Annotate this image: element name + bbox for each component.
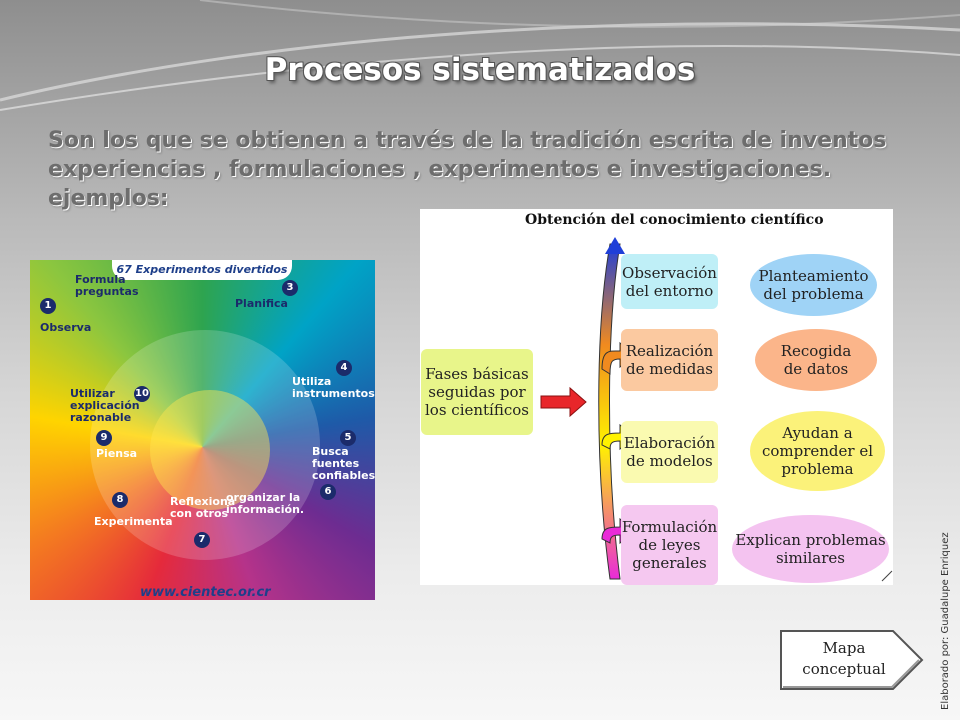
poster-step: Utilizar explicación razonable [70,387,140,424]
poster-step-number: 3 [282,280,298,296]
poster-step-number: 8 [112,492,128,508]
intro-paragraph: Son los que se obtienen a través de la t… [48,126,928,213]
slide-title: Procesos sistematizados [264,52,696,88]
purpose-problem-statement: Planteamiento del problema [750,254,877,316]
poster-step-number: 5 [340,430,356,446]
header-swoosh [0,0,960,111]
author-credit: Elaborado por: Guadalupe Enriquez [940,532,951,710]
poster-step: organizar la información. [226,491,305,516]
purpose-understand-problem: Ayudan a comprender el problema [750,411,885,491]
poster-swirl [90,330,320,560]
poster-swirl [150,390,270,510]
step-measurement: Realización de medidas [621,329,718,391]
poster-step: Utiliza instrumentos [292,375,375,400]
label-line: conceptual [802,660,886,678]
poster-step-number: 6 [320,484,336,500]
purpose-data-collection: Recogida de datos [755,329,877,391]
poster-banner: 67 Experimentos divertidos [112,260,292,280]
poster-step: Formula preguntas [75,273,139,298]
intro-line: ejemplos: [48,186,169,211]
step-laws: Formulación de leyes generales [621,505,718,585]
concept-map-button[interactable]: Mapa conceptual [778,628,926,692]
concept-map-label: Mapa conceptual [778,638,910,680]
poster-step: Piensa [96,447,138,460]
intro-line: Son los que se obtienen a través de la t… [48,128,887,153]
poster-step: Reflexiona con otros [170,495,236,520]
poster-step-number: 4 [336,360,352,376]
purpose-explain-similar: Explican problemas similares [732,515,889,583]
poster-step-number: 9 [96,430,112,446]
label-line: Mapa [822,639,866,657]
intro-line: experiencias , formulaciones , experimen… [48,157,832,182]
poster-step: Experimenta [94,515,173,528]
poster-step: Busca fuentes confiables [312,445,375,482]
poster-url: www.cientec.or.cr [140,585,271,600]
experiments-poster: 67 Experimentos divertidos Formula pregu… [30,260,375,600]
poster-step: Planifica [235,297,288,310]
phases-box: Fases básicas seguidas por los científic… [421,349,533,435]
pentagon-arrow-shape [780,630,924,690]
diagram-title: Obtención del conocimiento científico [525,212,824,228]
poster-step-number: 10 [134,386,150,402]
step-modeling: Elaboración de modelos [621,421,718,483]
poster-step-number: 1 [40,298,56,314]
step-observation: Observación del entorno [621,254,718,309]
knowledge-diagram: Obtención del conocimiento científico Fa… [420,209,893,585]
poster-step-number: 7 [194,532,210,548]
poster-step: Observa [40,321,92,334]
